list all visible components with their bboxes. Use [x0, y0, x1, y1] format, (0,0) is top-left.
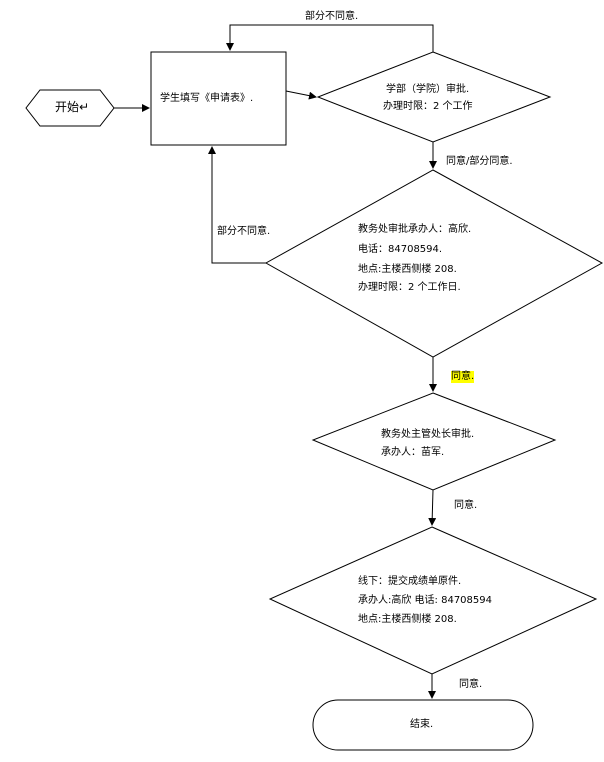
end-node [312, 699, 534, 751]
edge-office-back [208, 146, 266, 264]
office-label-4: 办理时限：2 个工作日. [358, 282, 461, 293]
director-label-1: 教务处主管处长审批. [381, 429, 475, 440]
edge-label-left-disagree: 部分不同意. [217, 226, 271, 237]
offline-label-1: 线下：提交成绩单原件. [358, 576, 462, 587]
fill-form-label: 学生填写《申请表》. [160, 93, 254, 104]
office-label-2: 电话：84708594. [358, 244, 443, 255]
end-label: 结束. [410, 719, 434, 730]
edge-label-agree-3: 同意. [459, 679, 483, 690]
director-approve-node [311, 392, 557, 491]
offline-label-3: 地点:主楼西侧楼 208. [358, 614, 457, 625]
office-label-3: 地点:主楼西侧楼 208. [358, 264, 457, 275]
edge-label-agree-1: 同意. [451, 371, 475, 383]
edge-label-agree-2: 同意. [454, 500, 478, 511]
edge-director-offline [428, 489, 437, 526]
edge-label-top-disagree: 部分不同意. [305, 11, 359, 22]
edge-form-dept [285, 90, 317, 100]
director-label-2: 承办人：苗军. [381, 447, 445, 458]
edge-dept-back [226, 24, 434, 52]
dept-approve-node [316, 51, 552, 143]
edge-label-agree-partial: 同意/部分同意. [446, 156, 513, 167]
fill-form-node [150, 51, 287, 146]
office-label-1: 教务处审批承办人：高欣. [358, 224, 472, 235]
dept-approve-label-2: 办理时限：2 个工作 [383, 101, 473, 112]
start-node [25, 89, 115, 127]
start-label: 开始↵ [55, 100, 90, 114]
dept-approve-label-1: 学部（学院）审批. [386, 84, 470, 95]
offline-label-2: 承办人:高欣 电话: 84708594 [358, 595, 492, 606]
